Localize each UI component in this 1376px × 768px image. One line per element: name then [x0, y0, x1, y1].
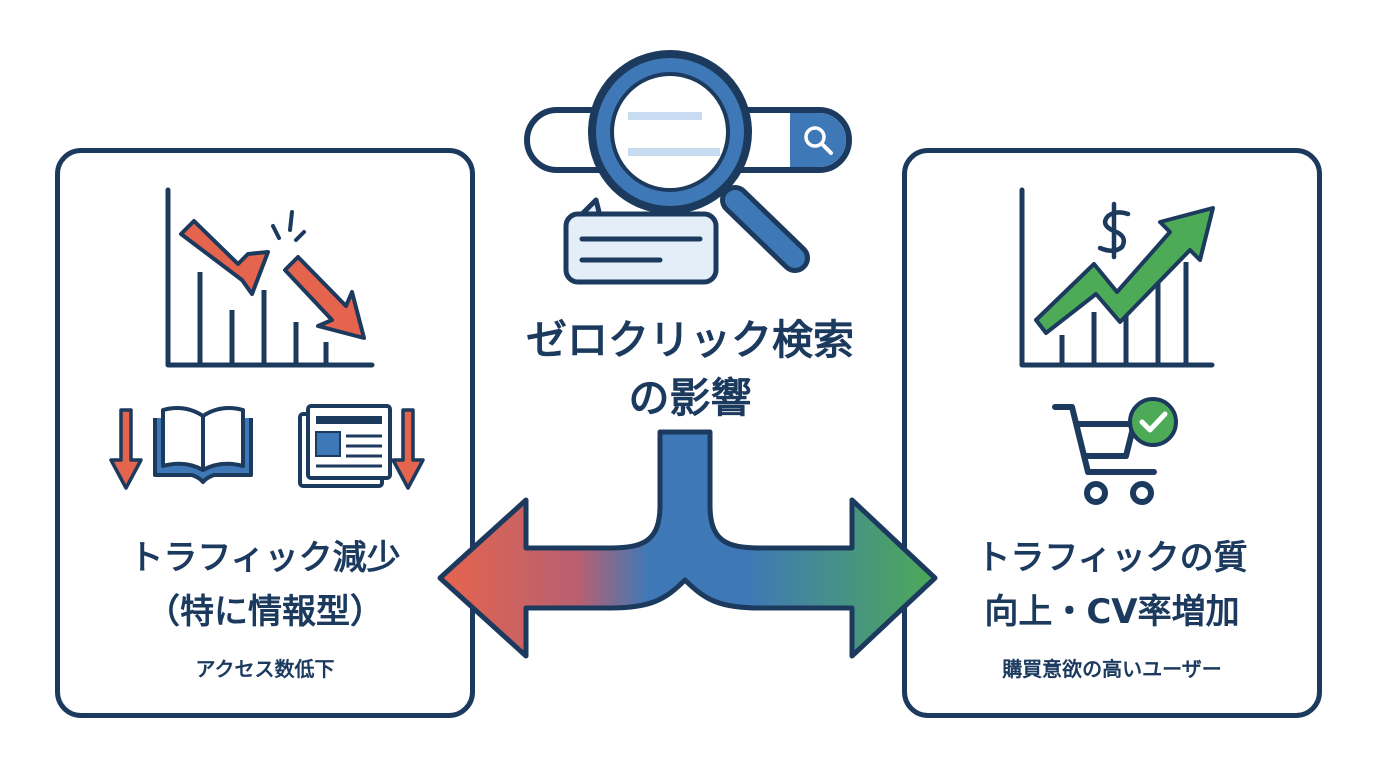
left-subtitle: アクセス数低下 — [195, 657, 335, 681]
rising-chart-icon — [1019, 187, 1215, 368]
center-title-line1: ゼロクリック検索 — [526, 316, 854, 364]
dollar-sign-icon — [1097, 201, 1131, 260]
right-title-line1: トラフィックの質 — [976, 538, 1248, 578]
center-title-line2: の影響 — [628, 374, 752, 422]
shopping-cart-icon — [1052, 404, 1157, 505]
down-arrow-icon — [391, 408, 425, 490]
left-title-line1: トラフィック減少 — [129, 538, 401, 578]
left-title-line2: （特に情報型） — [146, 592, 384, 632]
declining-chart-icon — [165, 187, 375, 368]
magnifying-glass-icon — [588, 50, 810, 273]
speech-bubble-icon — [563, 197, 719, 285]
right-subtitle: 購買意欲の高いユーザー — [1002, 657, 1222, 681]
split-arrow-icon — [437, 429, 938, 659]
newspaper-icon — [298, 404, 392, 488]
right-title-line2: 向上・CV率増加 — [984, 592, 1240, 632]
down-arrow-icon — [109, 408, 143, 490]
open-book-icon — [153, 406, 253, 484]
check-circle-icon — [1128, 397, 1178, 447]
